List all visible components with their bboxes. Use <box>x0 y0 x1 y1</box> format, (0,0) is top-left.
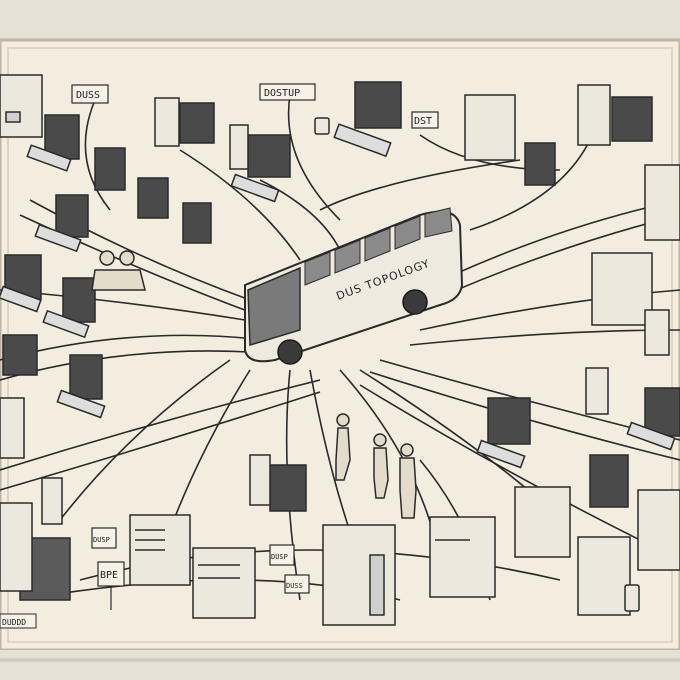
sign-bottom-3: DUSS <box>284 574 310 594</box>
tower <box>464 94 516 161</box>
cable <box>84 99 111 211</box>
footer-tag-text: DUDDD <box>2 618 26 627</box>
footer-tag: DUDDD <box>0 613 37 629</box>
person <box>335 413 351 481</box>
tower <box>585 367 609 415</box>
server <box>514 486 571 558</box>
cable <box>0 391 321 491</box>
server <box>129 514 191 586</box>
monitor <box>182 202 212 244</box>
monitor <box>589 454 629 508</box>
monitor <box>94 147 126 191</box>
monitor <box>137 177 169 219</box>
monitor <box>2 334 38 376</box>
sign-bottom-1-text: DUSP <box>93 536 110 544</box>
person <box>373 433 389 499</box>
bottom-margin <box>0 650 680 680</box>
monitor <box>611 96 653 142</box>
cable <box>359 369 541 501</box>
cable <box>179 149 301 261</box>
sign-top-right: DST <box>411 111 439 129</box>
cable <box>169 369 251 531</box>
tower <box>0 397 25 459</box>
sign-bottom-3-text: DUSS <box>286 582 303 590</box>
tower <box>229 124 249 170</box>
cable <box>359 384 641 541</box>
monitor <box>179 102 215 144</box>
sign-top-left: DUSS <box>71 84 109 104</box>
monitor <box>524 142 556 186</box>
tower <box>0 74 43 138</box>
tower <box>577 84 611 146</box>
sign-top-center: DOSTUP <box>259 83 316 101</box>
tower <box>644 164 680 241</box>
monitor <box>0 254 42 313</box>
server <box>577 536 631 616</box>
monitor <box>269 464 307 512</box>
cable <box>259 179 341 251</box>
bus: DUS TOPOLOGY <box>244 207 464 365</box>
sign-top-left-text: DUSS <box>76 90 100 101</box>
monitor <box>56 354 106 419</box>
sign-top-right-text: DST <box>414 116 432 127</box>
server <box>192 547 256 619</box>
small-device <box>624 584 640 612</box>
sign-bottom-1: DUSP <box>91 527 117 549</box>
small-device <box>644 309 670 356</box>
monitor <box>626 387 680 451</box>
sign-bottom-left: BPE <box>97 561 125 610</box>
monitor <box>26 114 80 172</box>
small-device <box>314 117 330 135</box>
bus-wheel-front <box>277 339 303 365</box>
sign-top-center-text: DOSTUP <box>264 88 300 99</box>
bus-windows <box>304 207 453 286</box>
cable <box>469 139 591 231</box>
server <box>322 524 396 626</box>
tower <box>591 252 653 326</box>
cable <box>319 159 521 211</box>
tower-group <box>0 74 680 626</box>
cable <box>287 94 341 221</box>
tower <box>154 97 180 147</box>
sign-bottom-2-text: DUSP <box>271 553 288 561</box>
bus-windshield <box>247 266 301 346</box>
cable <box>0 379 321 471</box>
server <box>429 516 496 598</box>
monitor <box>476 397 531 469</box>
server <box>0 502 33 592</box>
signs: DUSS DOSTUP DST DUSP DUSP DUSS BPE <box>0 83 439 629</box>
sign-bottom-2: DUSP <box>269 544 295 566</box>
monitor <box>34 194 89 253</box>
cable <box>59 359 231 521</box>
people <box>91 250 417 519</box>
person <box>91 250 146 291</box>
server <box>637 489 680 571</box>
monitor <box>42 277 96 339</box>
monitor <box>333 81 402 158</box>
bus-wheel-rear <box>402 289 428 315</box>
sign-bottom-left-text: BPE <box>100 570 118 581</box>
person <box>399 443 417 519</box>
tower <box>41 477 63 525</box>
tower <box>249 454 271 506</box>
